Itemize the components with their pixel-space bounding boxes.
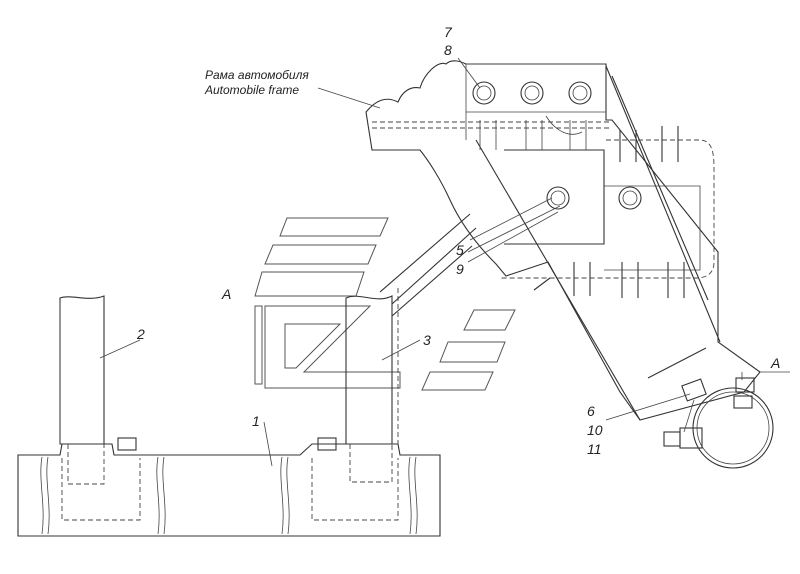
leader-lines — [99, 57, 790, 467]
part-number-10: 10 — [587, 422, 603, 438]
part-number-7: 7 — [444, 24, 452, 40]
part-number-5: 5 — [456, 242, 464, 258]
frame-label-ru: Рама автомобиля — [205, 68, 309, 82]
bottom-bracket — [17, 437, 441, 537]
part-number-6: 6 — [587, 403, 595, 419]
part-number-1: 1 — [252, 413, 260, 429]
view-marker-a-left: A — [222, 286, 232, 302]
frame-label-en: Automobile frame — [205, 83, 300, 97]
pipe-clamp — [663, 372, 774, 469]
part-number-3: 3 — [423, 332, 431, 348]
left-post — [59, 295, 105, 485]
middle-post — [345, 213, 477, 483]
part-number-9: 9 — [456, 261, 464, 277]
part-number-8: 8 — [444, 42, 452, 58]
part-number-2: 2 — [137, 326, 145, 342]
part-number-11: 11 — [587, 441, 602, 457]
bolt-heads — [472, 81, 642, 210]
view-marker-a-right: A — [771, 355, 781, 371]
frame-bracket — [365, 60, 761, 421]
watermark-logo — [254, 217, 516, 391]
